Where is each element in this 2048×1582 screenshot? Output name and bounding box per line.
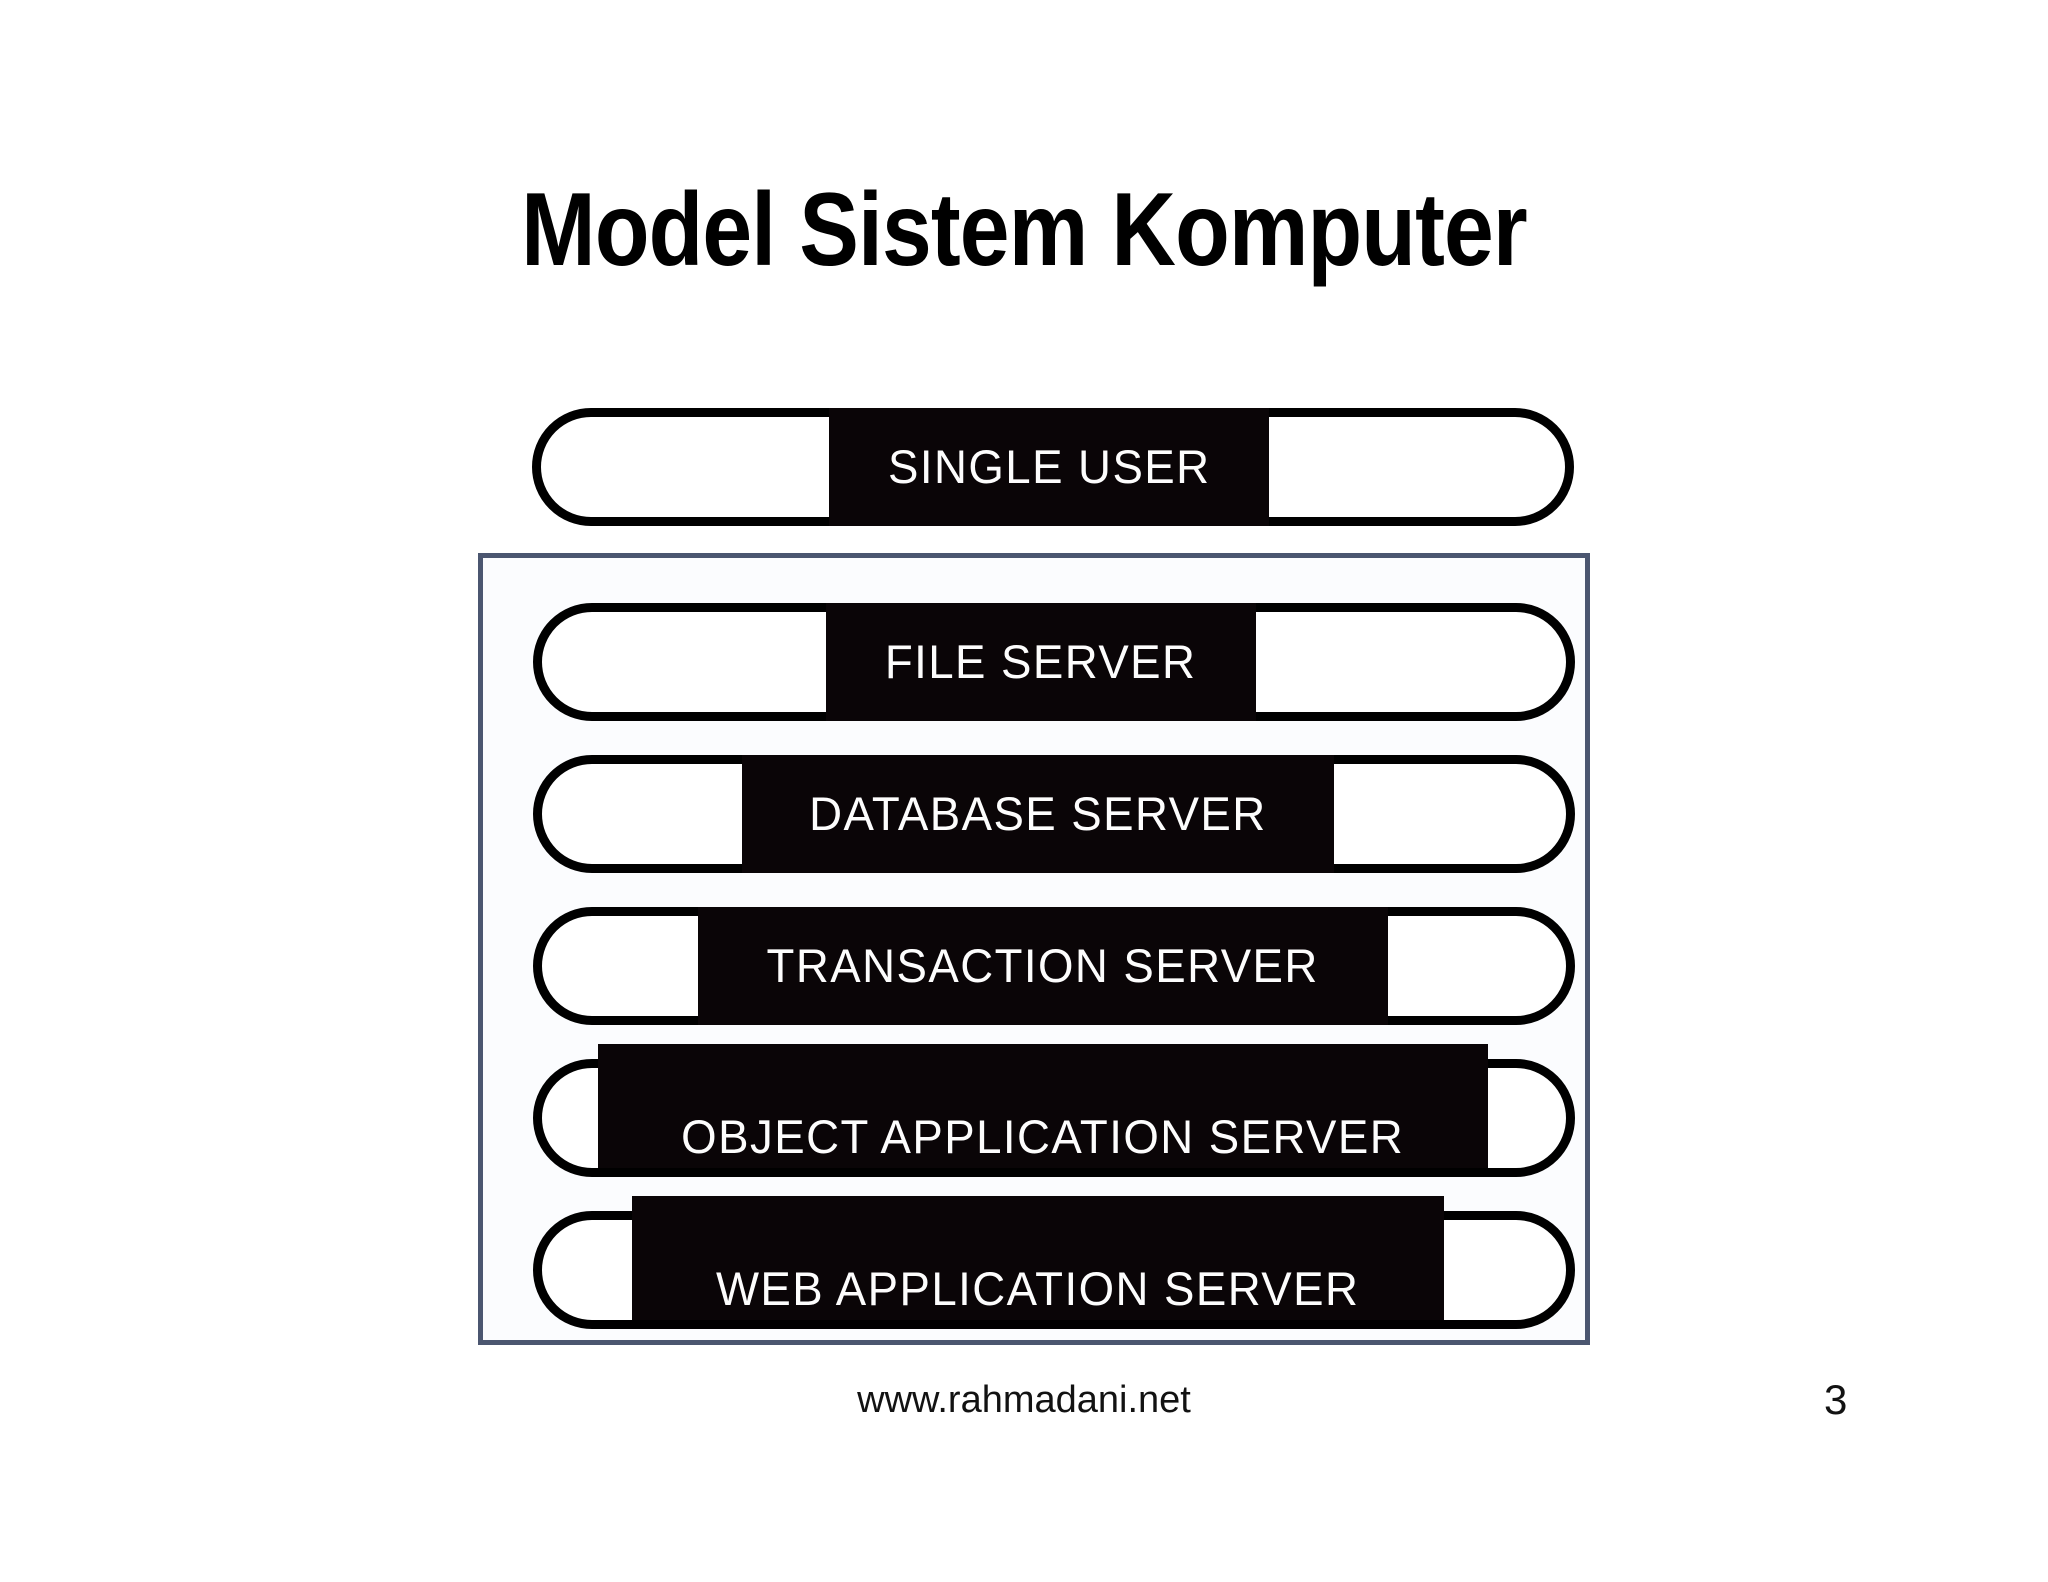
- label-plate-object-application-server: OBJECT APPLICATION SERVER: [598, 1044, 1488, 1168]
- label-database-server: DATABASE SERVER: [809, 787, 1267, 840]
- capsule-database-server: DATABASE SERVER: [533, 755, 1575, 873]
- page-number: 3: [1824, 1376, 1848, 1423]
- label-plate-web-application-server: WEB APPLICATION SERVER: [632, 1196, 1444, 1320]
- label-plate-single-user: SINGLE USER: [829, 408, 1269, 526]
- label-web-application-server: WEB APPLICATION SERVER: [716, 1262, 1360, 1315]
- label-object-application-server: OBJECT APPLICATION SERVER: [681, 1110, 1405, 1163]
- footer-url: www.rahmadani.net: [857, 1379, 1191, 1421]
- capsule-single-user: SINGLE USER: [532, 408, 1574, 526]
- label-plate-database-server: DATABASE SERVER: [742, 755, 1334, 873]
- label-plate-file-server: FILE SERVER: [826, 603, 1256, 721]
- label-transaction-server: TRANSACTION SERVER: [766, 939, 1320, 992]
- capsule-file-server: FILE SERVER: [533, 603, 1575, 721]
- page-title: Model Sistem Komputer: [521, 172, 1528, 288]
- label-plate-transaction-server: TRANSACTION SERVER: [698, 907, 1388, 1025]
- label-single-user: SINGLE USER: [887, 440, 1211, 493]
- capsule-web-application-server: WEB APPLICATION SERVER: [533, 1196, 1575, 1329]
- capsule-transaction-server: TRANSACTION SERVER: [533, 907, 1575, 1025]
- server-group-container: FILE SERVER DATABASE SERVER TRANSACTION …: [478, 553, 1590, 1345]
- capsule-object-application-server: OBJECT APPLICATION SERVER: [533, 1044, 1575, 1177]
- label-file-server: FILE SERVER: [885, 635, 1197, 688]
